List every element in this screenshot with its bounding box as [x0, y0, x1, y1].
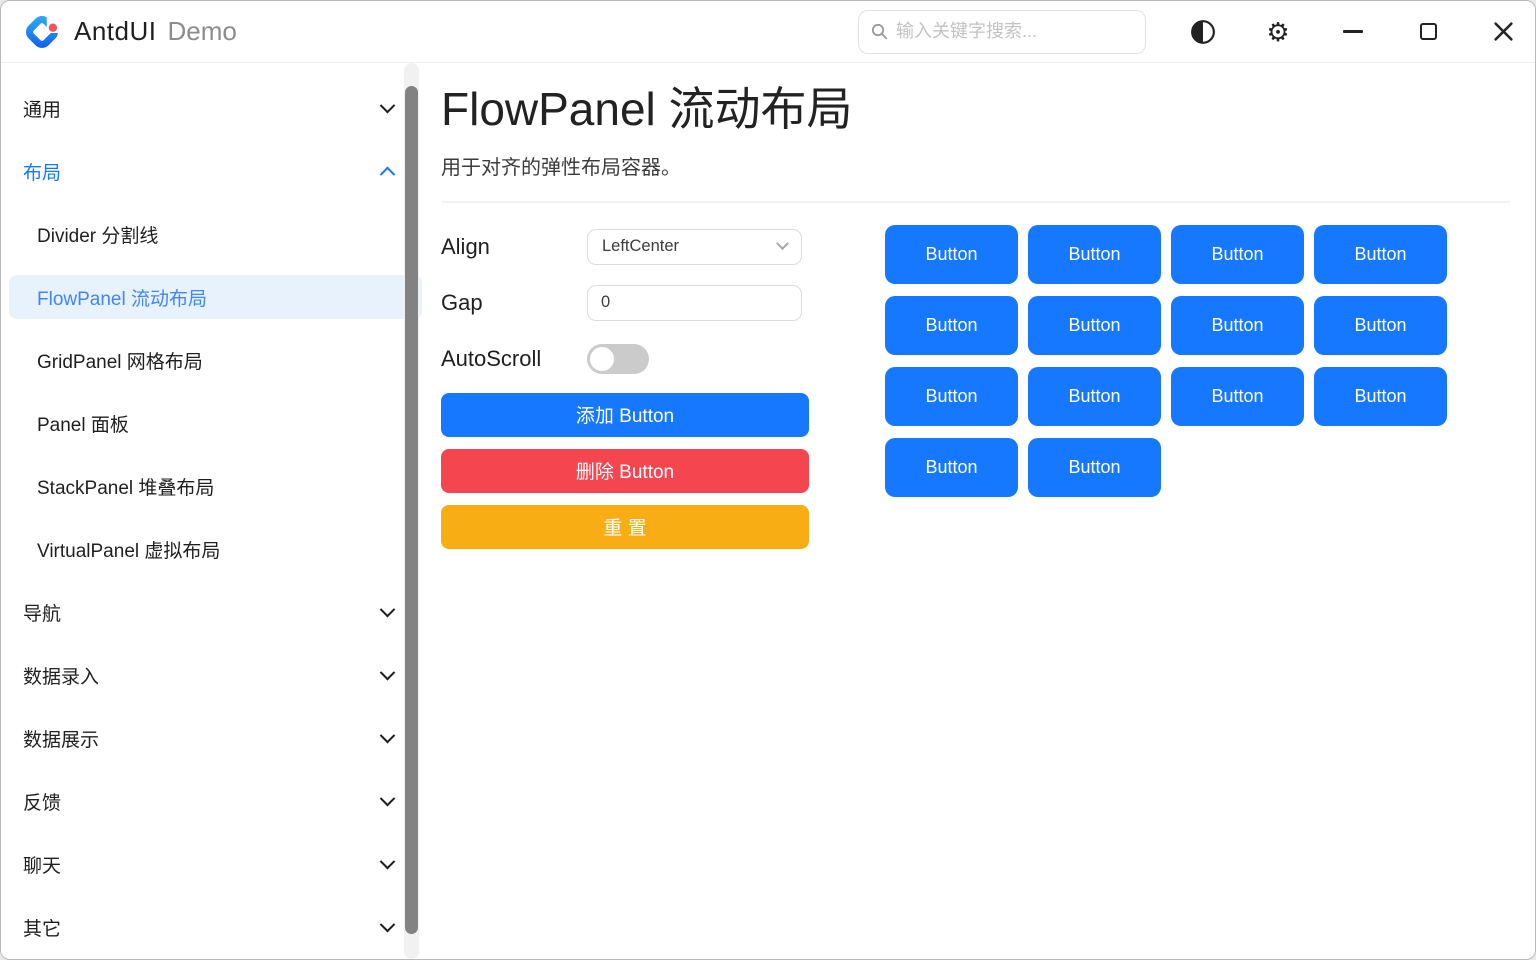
sidebar-item-Panel[interactable]: Panel 面板 [9, 401, 422, 445]
flow-button[interactable]: Button [1171, 224, 1304, 284]
remove-button[interactable]: 删除 Button [441, 448, 809, 493]
minimize-button[interactable] [1335, 14, 1371, 50]
chevron-down-icon [379, 97, 396, 113]
content-divider [441, 200, 1511, 203]
chevron-down-icon [379, 727, 396, 743]
chevron-down-icon [776, 237, 789, 251]
sidebar-item-StackPanel[interactable]: StackPanel 堆叠布局 [9, 464, 422, 508]
sidebar-item-label: 通用 [23, 99, 62, 121]
sidebar-item-数据展示[interactable]: 数据展示 [1, 716, 431, 760]
theme-toggle-icon[interactable] [1185, 14, 1221, 50]
search-box[interactable] [858, 9, 1146, 54]
antdui-logo-icon [26, 15, 61, 48]
app-title: AntdUI [74, 16, 157, 46]
close-button[interactable] [1485, 14, 1521, 50]
app-title-suffix: Demo [167, 16, 237, 46]
sidebar-item-label: 数据展示 [23, 729, 100, 751]
sidebar-item-label: 反馈 [23, 792, 62, 814]
autoscroll-row: AutoScroll [441, 341, 809, 377]
toggle-knob [590, 346, 614, 371]
flow-button[interactable]: Button [885, 224, 1018, 284]
sidebar-item-label: 布局 [23, 162, 62, 184]
flow-button[interactable]: Button [1314, 224, 1447, 284]
autoscroll-label: AutoScroll [441, 345, 542, 371]
flow-button[interactable]: Button [1314, 366, 1447, 426]
content-area: FlowPanel 流动布局 用于对齐的弹性布局容器。 Align LeftCe… [431, 63, 1535, 959]
sidebar-item-label: VirtualPanel 虚拟布局 [37, 540, 221, 562]
sidebar-item-label: 其它 [23, 918, 62, 940]
flow-button[interactable]: Button [885, 437, 1018, 497]
flow-button[interactable]: Button [1314, 295, 1447, 355]
page-subtitle: 用于对齐的弹性布局容器。 [441, 156, 681, 179]
sidebar-menu: 通用布局 Divider 分割线 FlowPanel 流动布局 GridPanel 网… [1, 86, 431, 949]
flow-button[interactable]: Button [1171, 366, 1304, 426]
sidebar-item-label: 导航 [23, 603, 62, 625]
sidebar-scrollbar-thumb[interactable] [405, 86, 418, 934]
align-select[interactable]: LeftCenter [587, 228, 802, 265]
align-label: Align [441, 233, 490, 259]
sidebar-item-聊天[interactable]: 聊天 [1, 842, 431, 886]
chevron-down-icon [379, 790, 396, 806]
add-button[interactable]: 添加 Button [441, 392, 809, 437]
settings-gear-icon[interactable]: ⚙ [1266, 16, 1290, 47]
gap-row: Gap [441, 284, 809, 321]
maximize-button[interactable] [1410, 14, 1446, 50]
search-icon [871, 23, 888, 40]
sidebar-item-FlowPanel[interactable]: FlowPanel 流动布局 [9, 275, 422, 319]
sidebar-item-导航[interactable]: 导航 [1, 590, 431, 634]
controls-panel: Align LeftCenter Gap AutoScroll [441, 228, 809, 561]
reset-button[interactable]: 重 置 [441, 504, 809, 549]
flow-button[interactable]: Button [1171, 295, 1304, 355]
demo-area: Align LeftCenter Gap AutoScroll [441, 224, 1511, 561]
flow-button[interactable]: Button [1028, 437, 1161, 497]
sidebar-item-label: FlowPanel 流动布局 [37, 288, 207, 310]
sidebar-item-label: GridPanel 网格布局 [37, 351, 203, 373]
sidebar-item-GridPanel[interactable]: GridPanel 网格布局 [9, 338, 422, 382]
sidebar-item-数据录入[interactable]: 数据录入 [1, 653, 431, 697]
sidebar-item-label: 数据录入 [23, 666, 100, 688]
chevron-up-icon [379, 166, 396, 182]
chevron-down-icon [379, 601, 396, 617]
flow-button[interactable]: Button [885, 295, 1018, 355]
sidebar-item-VirtualPanel[interactable]: VirtualPanel 虚拟布局 [9, 527, 422, 571]
align-select-value: LeftCenter [602, 237, 680, 255]
sidebar-item-label: 聊天 [23, 855, 62, 877]
gap-input[interactable] [587, 284, 802, 321]
sidebar-item-反馈[interactable]: 反馈 [1, 779, 431, 823]
flow-button[interactable]: Button [1028, 366, 1161, 426]
flow-button[interactable]: Button [1028, 295, 1161, 355]
sidebar: 通用布局 Divider 分割线 FlowPanel 流动布局 GridPanel 网… [1, 63, 431, 959]
sidebar-item-label: Panel 面板 [37, 414, 129, 436]
sidebar-item-其它[interactable]: 其它 [1, 905, 431, 949]
chevron-down-icon [379, 664, 396, 680]
sidebar-item-通用[interactable]: 通用 [1, 86, 431, 130]
sidebar-item-label: StackPanel 堆叠布局 [37, 477, 215, 499]
sidebar-scrollbar-track[interactable] [404, 63, 419, 959]
titlebar: AntdUI Demo ⚙ [1, 1, 1535, 63]
flow-button[interactable]: Button [885, 366, 1018, 426]
sidebar-item-Divider[interactable]: Divider 分割线 [9, 212, 422, 256]
page-title: FlowPanel 流动布局 [441, 83, 853, 135]
autoscroll-toggle[interactable] [587, 343, 649, 374]
chevron-down-icon [379, 853, 396, 869]
flow-button[interactable]: Button [1028, 224, 1161, 284]
search-input[interactable] [896, 21, 1133, 42]
align-row: Align LeftCenter [441, 228, 809, 265]
chevron-down-icon [379, 916, 396, 932]
gap-label: Gap [441, 289, 483, 315]
sidebar-item-布局[interactable]: 布局 [1, 149, 431, 193]
sidebar-item-label: Divider 分割线 [37, 225, 159, 247]
